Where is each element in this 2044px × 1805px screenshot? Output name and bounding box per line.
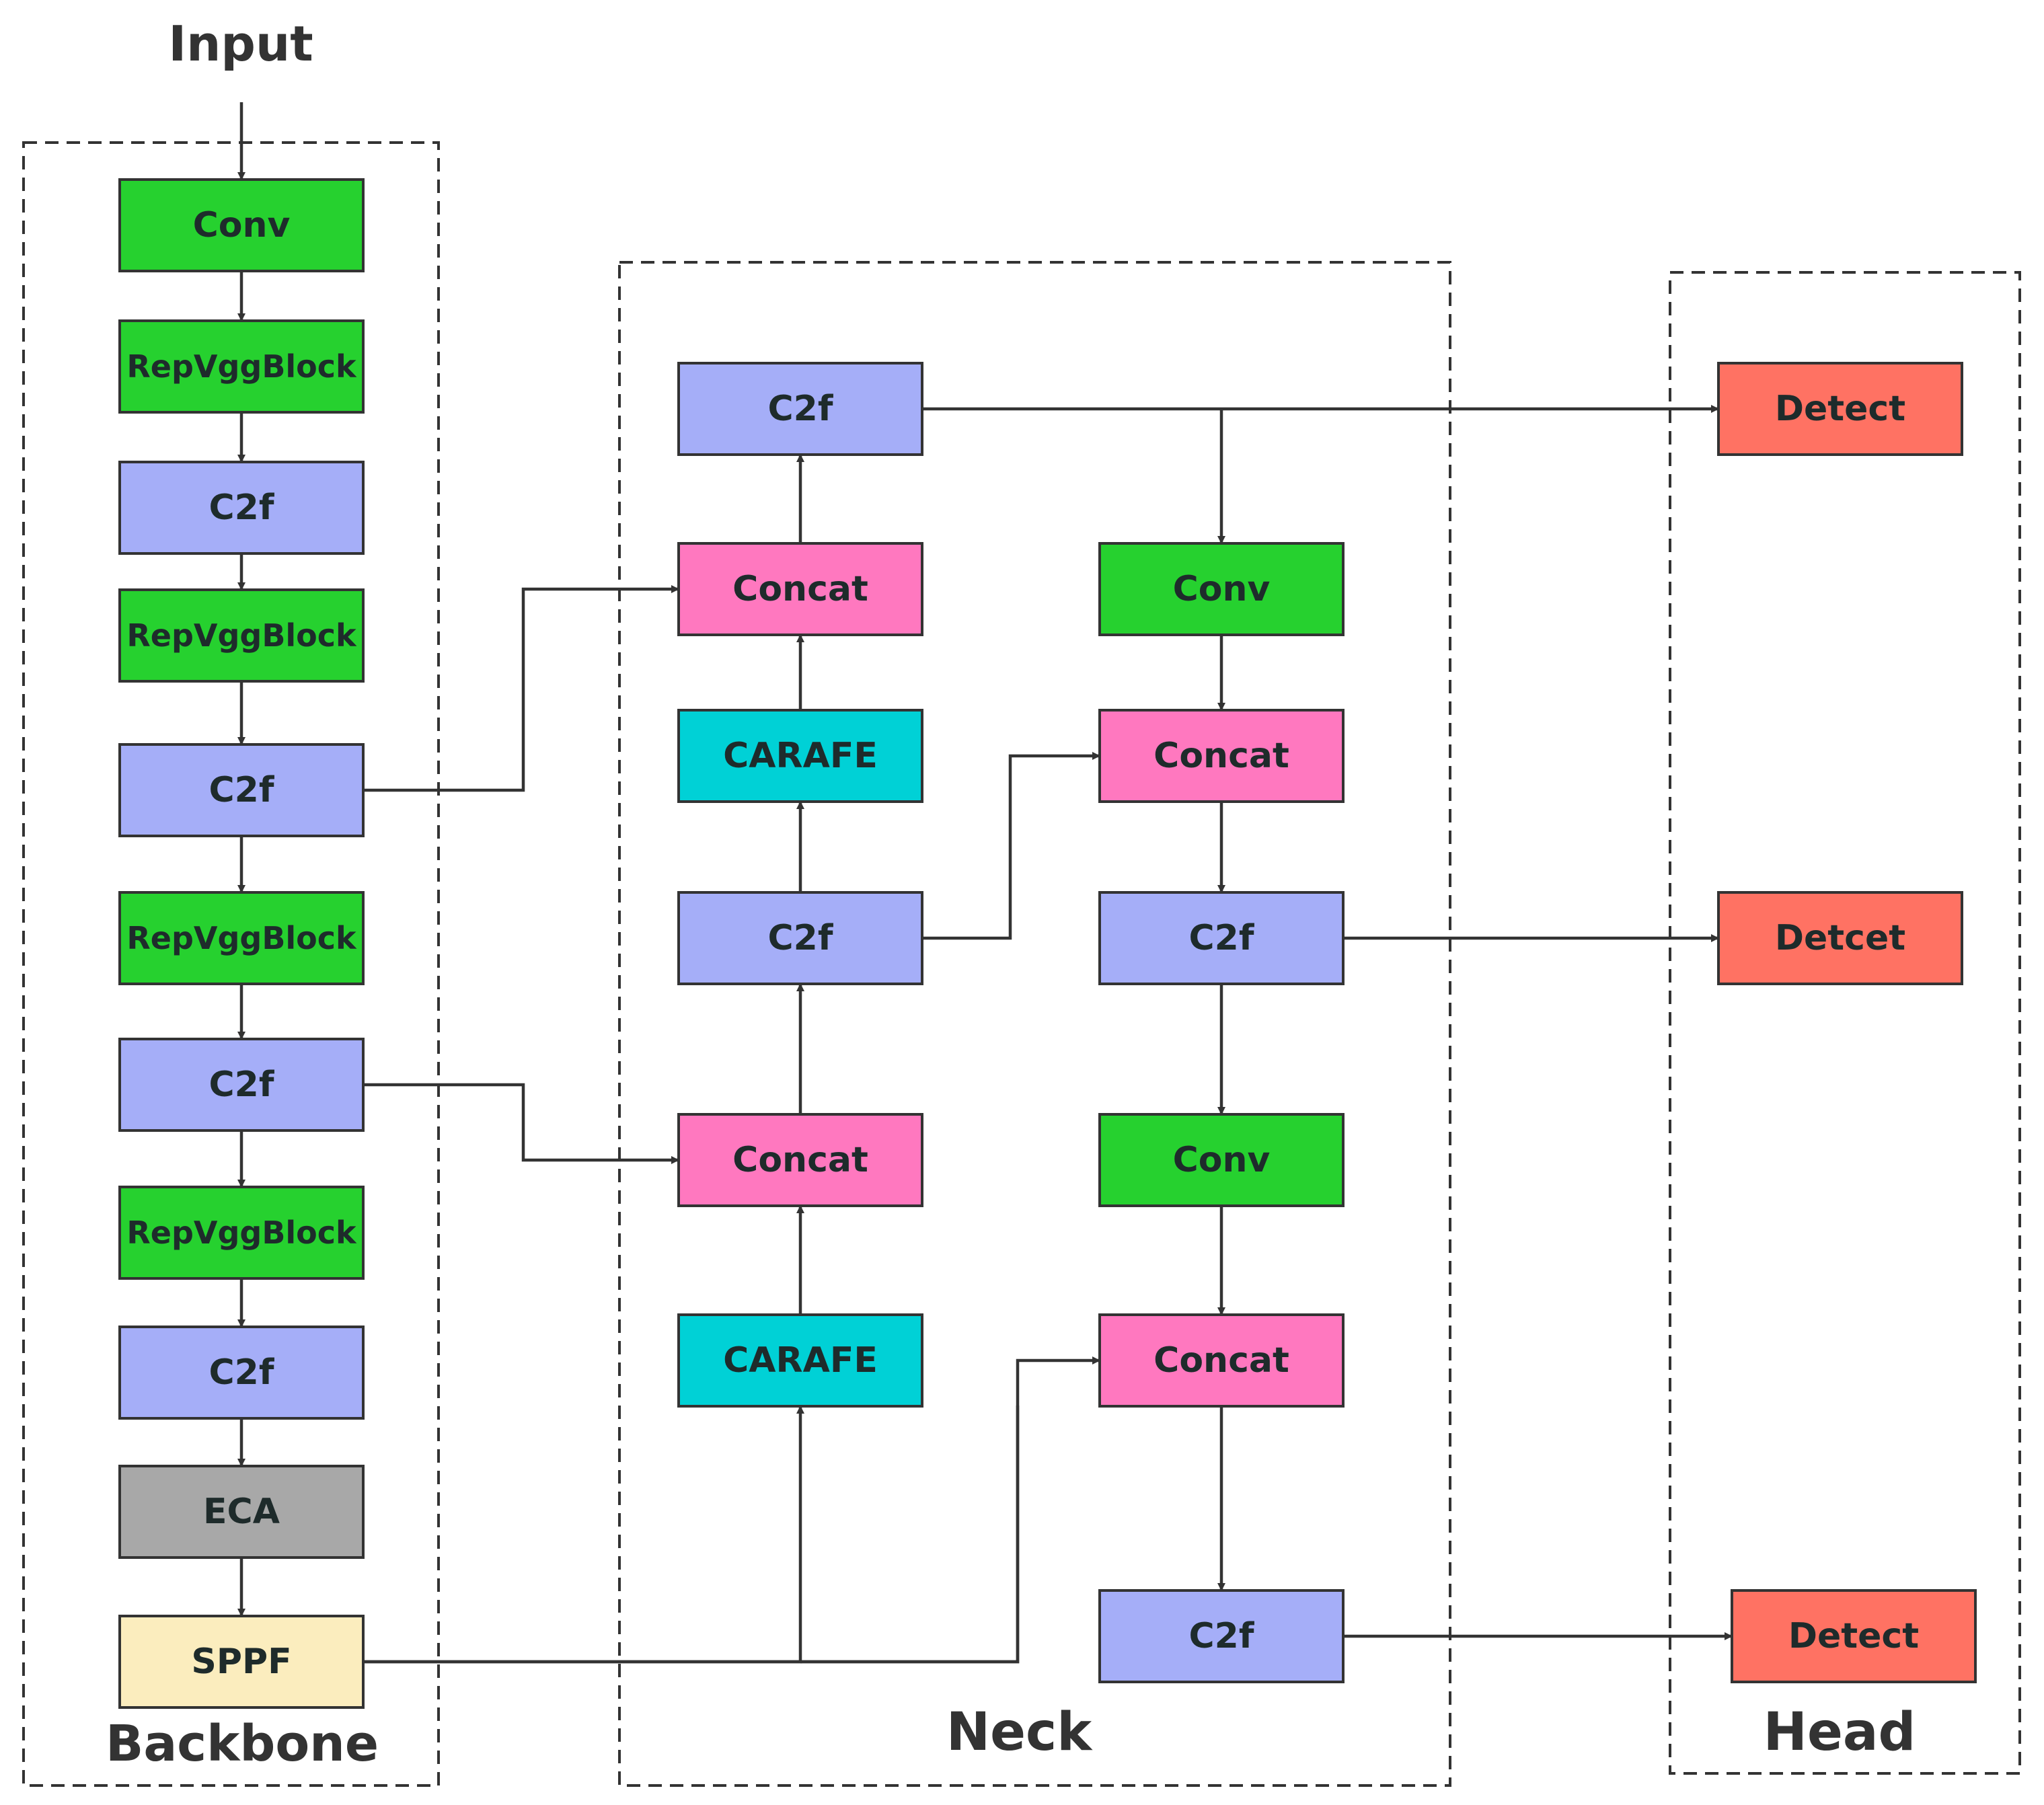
hd-detect-1-label: Detect (1775, 389, 1905, 429)
nl-carafe-2-label: CARAFE (723, 1340, 878, 1381)
nl-c2f-mid-label: C2f (768, 918, 834, 958)
bb-c2f-2-box (118, 743, 365, 837)
bb-repvgg-4-box (118, 1186, 365, 1280)
bb-repvgg-3-box (118, 891, 365, 985)
nl-concat-2-label: Concat (732, 1140, 868, 1180)
bb-c2f-2-label: C2f (209, 770, 275, 810)
nr-concat-1-box (1098, 709, 1345, 803)
nl-carafe-2-box (677, 1313, 923, 1408)
nr-concat-1-label: Concat (1153, 736, 1289, 776)
bb-c2f-4-label: C2f (209, 1352, 275, 1393)
bb-repvgg-2-node: RepVggBlock (118, 588, 365, 683)
bb-repvgg-1-label: RepVggBlock (126, 348, 357, 385)
edge-arrow-16 (800, 1356, 1100, 1664)
bb-repvgg-2-box (118, 588, 365, 683)
bb-c2f-3-node: C2f (118, 1038, 365, 1132)
bb-c2f-3-box (118, 1038, 365, 1132)
hd-detect-2-node: Detcet (1717, 891, 1963, 985)
nr-c2f-1-label: C2f (1189, 918, 1255, 958)
nr-concat-2-label: Concat (1153, 1340, 1289, 1381)
bb-c2f-2-node: C2f (118, 743, 365, 837)
nr-conv-2-label: Conv (1173, 1140, 1271, 1180)
bb-sppf-box (118, 1615, 365, 1709)
nl-concat-1-box (677, 542, 923, 636)
hd-detect-3-box (1731, 1589, 1977, 1683)
nl-c2f-top-box (677, 362, 923, 456)
bb-eca-node: ECA (118, 1465, 365, 1559)
bb-repvgg-1-box (118, 319, 365, 414)
nl-carafe-1-box (677, 709, 923, 803)
bb-repvgg-2-label: RepVggBlock (126, 617, 357, 654)
nr-c2f-1-box (1098, 891, 1345, 985)
bb-c2f-1-box (118, 461, 365, 555)
neck-frame (618, 261, 1451, 1787)
backbone-label: Backbone (106, 1715, 379, 1773)
nr-c2f-2-node: C2f (1098, 1589, 1345, 1683)
bb-repvgg-3-label: RepVggBlock (126, 920, 357, 956)
nl-c2f-mid-box (677, 891, 923, 985)
hd-detect-3-node: Detect (1731, 1589, 1977, 1683)
edge-arrow-12 (363, 585, 679, 792)
nr-concat-2-box (1098, 1313, 1345, 1408)
hd-detect-2-box (1717, 891, 1963, 985)
bb-eca-box (118, 1465, 365, 1559)
node-layer: ConvRepVggBlockC2fRepVggBlockC2fRepVggBl… (118, 178, 1977, 1709)
nr-conv-1-box (1098, 542, 1345, 636)
nr-c2f-2-label: C2f (1189, 1616, 1255, 1656)
bb-repvgg-4-label: RepVggBlock (126, 1215, 357, 1251)
nl-concat-1-label: Concat (732, 569, 868, 609)
bb-c2f-1-node: C2f (118, 461, 365, 555)
nr-concat-2-node: Concat (1098, 1313, 1345, 1408)
nr-c2f-1-node: C2f (1098, 891, 1345, 985)
edge-arrow-14 (363, 1406, 1020, 1664)
nr-concat-1-node: Concat (1098, 709, 1345, 803)
bb-repvgg-3-node: RepVggBlock (118, 891, 365, 985)
nr-conv-1-label: Conv (1173, 569, 1271, 609)
bb-conv-node: Conv (118, 178, 365, 272)
nl-c2f-top-label: C2f (768, 389, 834, 429)
input-label: Input (168, 15, 313, 72)
bb-sppf-label: SPPF (191, 1642, 291, 1682)
bb-c2f-4-node: C2f (118, 1326, 365, 1420)
nr-conv-1-node: Conv (1098, 542, 1345, 636)
hd-detect-1-node: Detect (1717, 362, 1963, 456)
nl-c2f-mid-node: C2f (677, 891, 923, 985)
nl-concat-2-node: Concat (677, 1113, 923, 1207)
edge-arrow-15 (363, 1406, 804, 1664)
backbone-frame (22, 141, 440, 1787)
neck-label: Neck (946, 1702, 1093, 1763)
bb-repvgg-1-node: RepVggBlock (118, 319, 365, 414)
bb-sppf-node: SPPF (118, 1615, 365, 1709)
bb-eca-label: ECA (203, 1492, 280, 1532)
bb-conv-label: Conv (193, 205, 291, 245)
bb-repvgg-4-node: RepVggBlock (118, 1186, 365, 1280)
edge-layer (237, 102, 1733, 1664)
nr-conv-2-node: Conv (1098, 1113, 1345, 1207)
hd-detect-2-label: Detcet (1775, 918, 1905, 958)
nl-carafe-2-node: CARAFE (677, 1313, 923, 1408)
edge-arrow-24 (922, 752, 1100, 940)
bb-c2f-3-label: C2f (209, 1065, 275, 1105)
bb-conv-box (118, 178, 365, 272)
nl-carafe-1-label: CARAFE (723, 736, 878, 776)
nr-c2f-2-box (1098, 1589, 1345, 1683)
nl-carafe-1-node: CARAFE (677, 709, 923, 803)
bb-c2f-4-box (118, 1326, 365, 1420)
nr-conv-2-box (1098, 1113, 1345, 1207)
nl-concat-2-box (677, 1113, 923, 1207)
head-label: Head (1764, 1702, 1916, 1763)
edge-arrow-13 (363, 1083, 679, 1164)
hd-detect-1-box (1717, 362, 1963, 456)
nl-concat-1-node: Concat (677, 542, 923, 636)
hd-detect-3-label: Detect (1788, 1616, 1919, 1656)
nl-c2f-top-node: C2f (677, 362, 923, 456)
head-frame (1669, 271, 2021, 1775)
bb-c2f-1-label: C2f (209, 488, 275, 528)
